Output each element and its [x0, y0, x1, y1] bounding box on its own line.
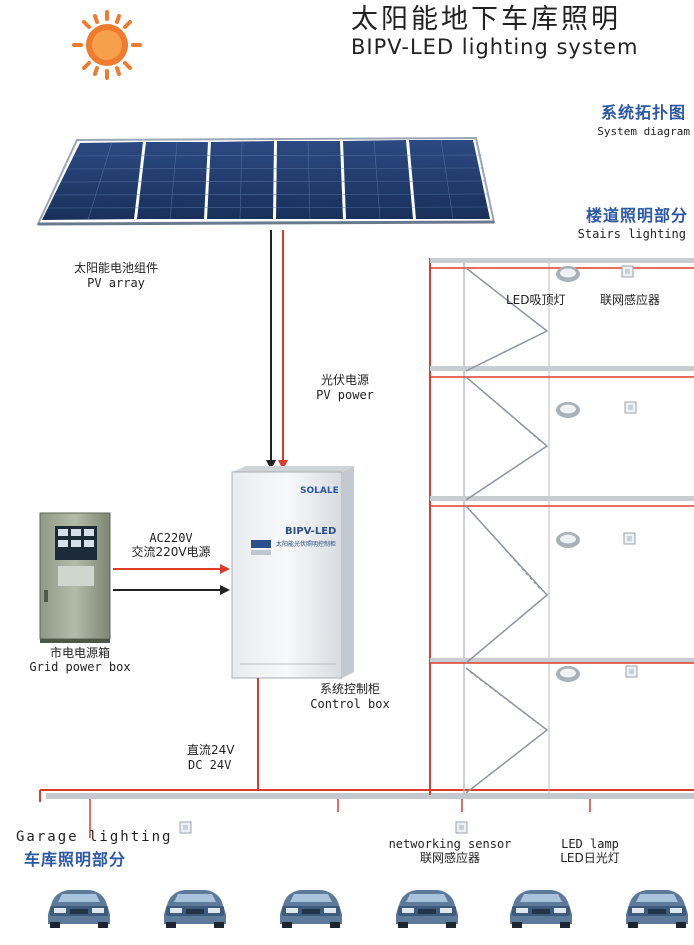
grid-box-label-en: Grid power box: [29, 660, 131, 674]
ceiling-lamp-icon: [556, 666, 580, 682]
garage-sensor-icon: [179, 821, 192, 834]
dc-label-line2: DC 24V: [188, 758, 232, 772]
sun-icon: [72, 10, 142, 80]
garage-sensor-label-zh: 联网感应器: [419, 851, 480, 865]
stair-sensor-icon: [624, 401, 637, 414]
pv-power-label-en: PV power: [316, 388, 374, 402]
stair-sensor-icon: [621, 265, 634, 278]
control-box-brand: SOLALE: [300, 486, 339, 496]
garage-bus: [39, 789, 694, 838]
pv-array-graphic: [36, 136, 496, 226]
garage-heading-en: Garage lighting: [16, 829, 173, 845]
car-icon: [164, 890, 226, 928]
ac-label-line1: AC220V: [149, 531, 193, 545]
pv-array-label-en: PV array: [87, 276, 145, 290]
car-icon: [280, 890, 342, 928]
control-box-model: BIPV-LED: [285, 526, 337, 537]
lamp-label-zh: LED日光灯: [560, 851, 620, 865]
stair-lamp-label: LED吸顶灯: [506, 293, 566, 307]
car-icon: [48, 890, 110, 928]
pv-array-label-zh: 太阳能电池组件: [73, 261, 158, 275]
stairs-heading: 楼道照明部分: [585, 206, 688, 225]
lamp-label-en: LED lamp: [561, 837, 619, 851]
ceiling-lamp-icon: [556, 402, 580, 418]
title-en: BIPV-LED lighting system: [351, 35, 639, 59]
stairs-subheading: Stairs lighting: [577, 227, 686, 241]
control-box-label-zh: 系统控制柜: [319, 682, 380, 696]
control-box-graphic: [231, 466, 354, 679]
dc-label-line1: 直流24V: [187, 743, 235, 757]
control-box-label-en: Control box: [310, 697, 390, 711]
stairs-structure: [429, 258, 694, 795]
car-icon: [626, 890, 688, 928]
ac-label-line2: 交流220V电源: [131, 545, 211, 559]
garage-sensor-icon: [455, 821, 468, 834]
system-diagram-heading: 系统拓扑图: [600, 103, 686, 122]
stair-sensor-label: 联网感应器: [600, 293, 661, 307]
control-box-subtitle: 太阳能光伏照明控制柜: [276, 541, 337, 548]
grid-box-label-zh: 市电电源箱: [49, 646, 110, 660]
stair-sensor-icon: [623, 532, 636, 545]
system-diagram-subheading: System diagram: [597, 125, 690, 138]
car-icon: [396, 890, 458, 928]
ceiling-lamp-icon: [556, 532, 580, 548]
ceiling-lamp-icon: [556, 266, 580, 282]
pv-power-label-zh: 光伏电源: [320, 373, 369, 387]
stair-sensor-icon: [625, 665, 638, 678]
car-icon: [510, 890, 572, 928]
garage-sensor-label-en: networking sensor: [388, 837, 512, 851]
title-zh: 太阳能地下车库照明: [351, 4, 621, 35]
grid-power-box-graphic: [39, 512, 111, 643]
garage-heading-zh: 车库照明部分: [24, 850, 127, 869]
